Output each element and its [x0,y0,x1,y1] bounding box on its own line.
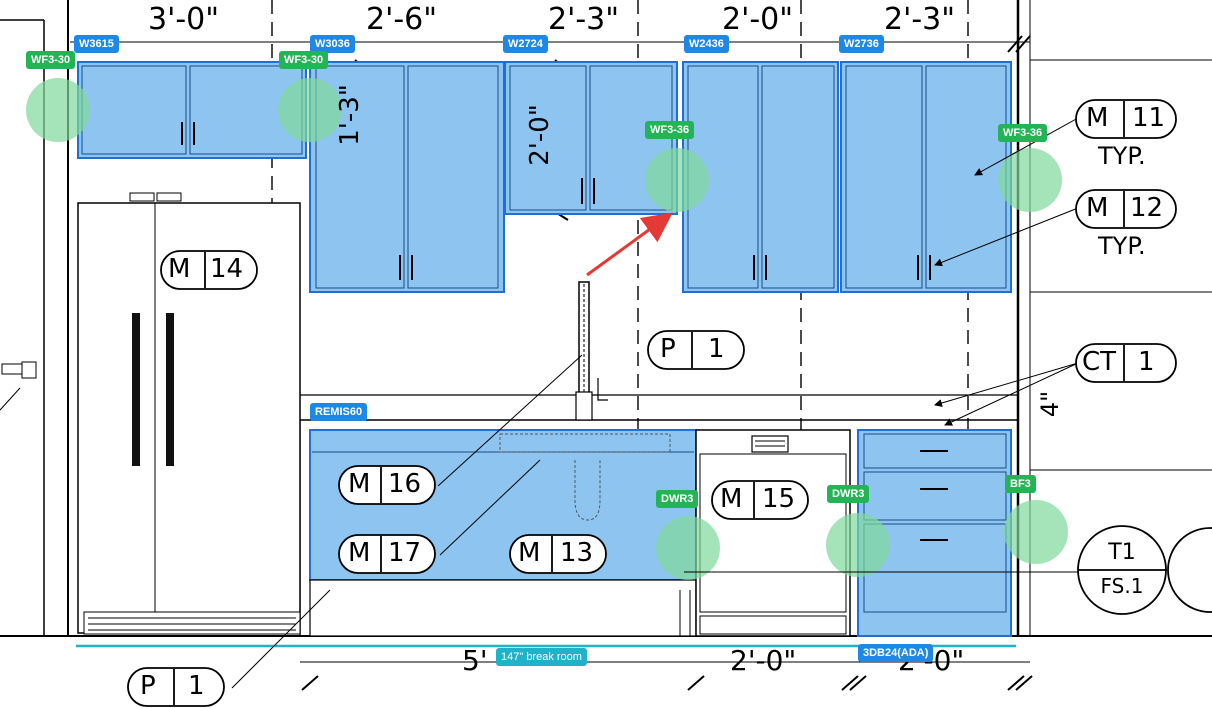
filler-tag-dwr3-left[interactable]: DWR3 [656,490,699,508]
cabinet-tag-w2736[interactable]: W2736 [839,35,884,53]
callout-m11-left: M [1086,103,1109,133]
callout-p1-left: P [660,334,676,364]
faucet [575,281,608,421]
red-arrow [586,212,673,277]
upper-cabinets [77,61,1012,293]
callout-m13-left: M [518,538,541,568]
callout-m12-left: M [1086,193,1109,223]
cabinet-tag-w2724[interactable]: W2724 [503,35,548,53]
cabinet-tag-w2436[interactable]: W2436 [684,35,729,53]
filler-tag-bf3[interactable]: BF3 [1005,475,1036,493]
dim-top-1: 3'-0" [148,2,220,37]
callout-bubbles [127,99,1212,707]
callout-m14-right: 14 [210,254,244,284]
dim-top-5: 2'-3" [884,2,956,37]
cabinet-tag-w3036[interactable]: W3036 [310,35,355,53]
dim-vertical-2: 2'-0" [525,104,555,166]
dim-bottom-2: 2'-0" [730,644,797,677]
callout-m15-left: M [720,484,743,514]
bottom-dimension-ticks [300,661,1033,691]
callout-ct1-right: 1 [1138,347,1155,377]
callout-m12-right: 12 [1130,193,1164,223]
callout-ct1-left: CT [1082,347,1117,377]
callout-m17-left: M [348,538,371,568]
filler-tag-wf3-30-mid[interactable]: WF3-30 [279,51,329,69]
cabinet-tag-3db24-ada[interactable]: 3DB24(ADA) [858,644,934,662]
callout-p1-right: 1 [708,334,725,364]
callout-m16-right: 16 [388,469,422,499]
callout-m12-note: TYP. [1098,232,1146,260]
dim-top-4: 2'-0" [722,2,794,37]
cabinet-tag-remis60[interactable]: REMIS60 [310,403,368,421]
section-marker-top: T1 [1108,540,1136,565]
callout-p1b-right: 1 [188,671,205,701]
callout-m11-note: TYP. [1098,142,1146,170]
marker-circles [26,78,1068,580]
callout-m13-right: 13 [560,538,594,568]
filler-tag-wf3-36-right[interactable]: WF3-36 [998,124,1048,142]
callout-m14-left: M [168,254,191,284]
filler-tag-dwr3-right[interactable]: DWR3 [827,485,870,503]
switch-plate [0,361,37,411]
dim-top-3: 2'-3" [548,2,620,37]
callout-m11-right: 11 [1132,103,1166,133]
callout-p1b-left: P [140,671,156,701]
dim-vertical-1: 1'-3" [335,84,365,146]
cabinet-tag-w3615[interactable]: W3615 [74,35,119,53]
callout-m17-right: 17 [388,538,422,568]
section-marker-bottom: FS.1 [1100,574,1144,598]
filler-tag-wf3-30-left[interactable]: WF3-30 [26,51,76,69]
baseline-label[interactable]: 147" break room [496,648,587,666]
callout-m16-left: M [348,469,371,499]
dim-top-2: 2'-6" [366,2,438,37]
dim-bottom-1: 5' [462,644,488,677]
filler-tag-wf3-36-center[interactable]: WF3-36 [645,121,695,139]
callout-m15-right: 15 [762,484,796,514]
dim-vertical-3: 4" [1036,390,1064,418]
